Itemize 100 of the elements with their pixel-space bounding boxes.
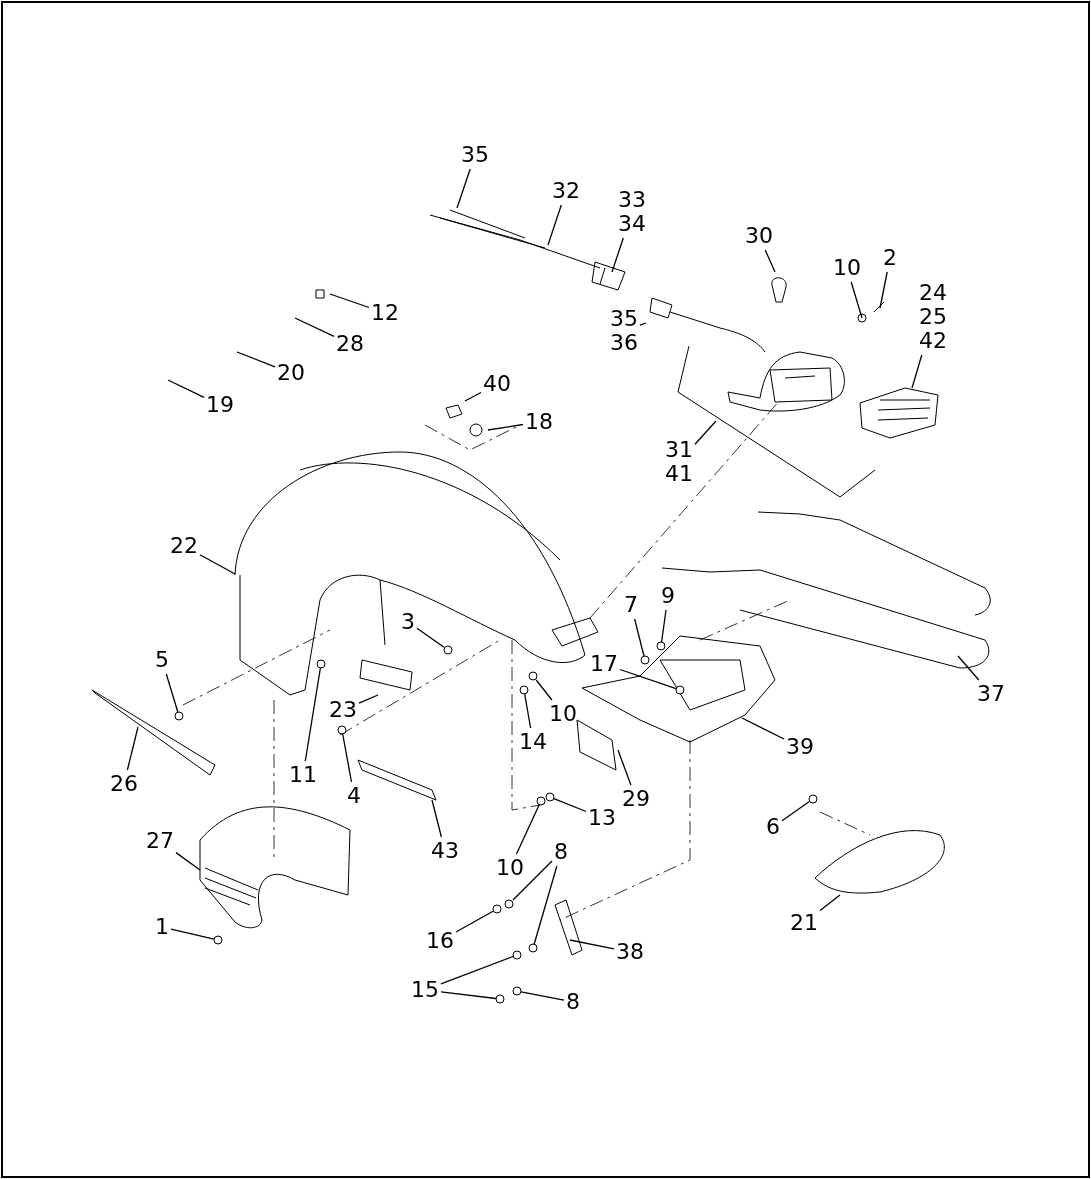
leader-line	[440, 991, 497, 1000]
leader-line	[520, 991, 565, 1001]
callout-number: 10	[549, 702, 577, 726]
callout-number: 34	[618, 212, 646, 236]
callout-number: 40	[483, 372, 511, 396]
callout-number: 24	[919, 281, 947, 305]
leader-line	[512, 860, 553, 901]
leader-line	[660, 609, 667, 643]
callout-number: 37	[977, 682, 1005, 706]
leader-line	[431, 799, 443, 838]
washer-icon	[495, 994, 505, 1004]
callout-number: 1	[155, 915, 169, 939]
washer-icon	[213, 935, 223, 945]
leader-line	[781, 801, 810, 822]
washer-icon	[808, 794, 818, 804]
callout-number: 29	[622, 787, 650, 811]
callout-number: 3	[401, 610, 415, 634]
callout-number: 13	[588, 806, 616, 830]
leader-line	[879, 271, 888, 309]
callout-number: 35	[461, 143, 489, 167]
leader-line	[524, 693, 532, 729]
callout-number: 8	[554, 840, 568, 864]
callout-number: 43	[431, 839, 459, 863]
leader-line	[533, 865, 558, 945]
washer-icon	[443, 645, 453, 655]
callout-number: 39	[786, 735, 814, 759]
callout-number: 14	[519, 730, 547, 754]
leader-line	[455, 910, 494, 933]
leader-line	[741, 717, 785, 740]
leader-line	[358, 694, 379, 704]
callout-number: 28	[336, 332, 364, 356]
callout-number: 21	[790, 911, 818, 935]
washer-icon	[492, 904, 502, 914]
callout-number: 20	[277, 361, 305, 385]
washer-icon	[675, 685, 685, 695]
leader-line	[619, 668, 677, 690]
leader-line	[236, 351, 276, 368]
callout-number: 2	[883, 246, 897, 270]
leader-line	[165, 673, 179, 713]
leader-line	[639, 322, 647, 326]
leader-line	[535, 679, 553, 701]
leader-line	[819, 894, 841, 912]
callout-number: 23	[329, 698, 357, 722]
leader-line	[611, 237, 624, 273]
callout-number: 15	[411, 978, 439, 1002]
washer-icon	[545, 792, 555, 802]
callout-number: 19	[206, 393, 234, 417]
leader-line	[199, 554, 236, 575]
washer-icon	[504, 899, 514, 909]
callout-number: 33	[618, 188, 646, 212]
washer-icon	[174, 711, 184, 721]
leader-line	[329, 293, 370, 309]
leader-line	[764, 249, 776, 273]
washer-icon	[512, 986, 522, 996]
callout-number: 22	[170, 534, 198, 558]
leader-line	[515, 804, 540, 855]
callout-number: 42	[919, 329, 947, 353]
callout-number: 10	[496, 856, 524, 880]
leader-line	[126, 726, 139, 771]
leader-line	[175, 851, 201, 871]
leader-line	[342, 733, 353, 783]
leader-line	[304, 667, 322, 762]
callout-number: 35	[610, 307, 638, 331]
callout-number: 7	[624, 593, 638, 617]
leader-line	[294, 317, 335, 338]
callout-number: 38	[616, 940, 644, 964]
callout-number: 10	[833, 256, 861, 280]
leader-line	[416, 627, 445, 648]
leader-line	[569, 939, 615, 950]
washer-icon	[536, 796, 546, 806]
washer-icon	[640, 655, 650, 665]
callout-number: 9	[661, 584, 675, 608]
washer-icon	[337, 725, 347, 735]
washer-icon	[519, 685, 529, 695]
washer-icon	[512, 950, 522, 960]
washer-icon	[656, 641, 666, 651]
washer-icon	[528, 671, 538, 681]
washer-icon	[316, 659, 326, 669]
leader-line	[456, 168, 471, 209]
callout-number: 17	[590, 652, 618, 676]
callout-number: 4	[347, 784, 361, 808]
leader-line	[547, 204, 562, 246]
leader-line	[170, 928, 215, 940]
callout-number: 26	[110, 772, 138, 796]
callout-number: 25	[919, 305, 947, 329]
callout-number: 12	[371, 301, 399, 325]
washer-icon	[528, 943, 538, 953]
leader-line	[167, 379, 205, 398]
callout-number: 27	[146, 829, 174, 853]
leader-line	[911, 354, 923, 389]
leader-line	[957, 655, 980, 681]
callout-number: 18	[525, 410, 553, 434]
callout-number: 31	[665, 438, 693, 462]
callout-number: 11	[289, 763, 317, 787]
callout-number: 41	[665, 462, 693, 486]
callout-number: 30	[745, 224, 773, 248]
leader-line	[440, 955, 514, 985]
callout-number: 8	[566, 990, 580, 1014]
callout-number: 5	[155, 648, 169, 672]
leader-line	[694, 420, 717, 445]
